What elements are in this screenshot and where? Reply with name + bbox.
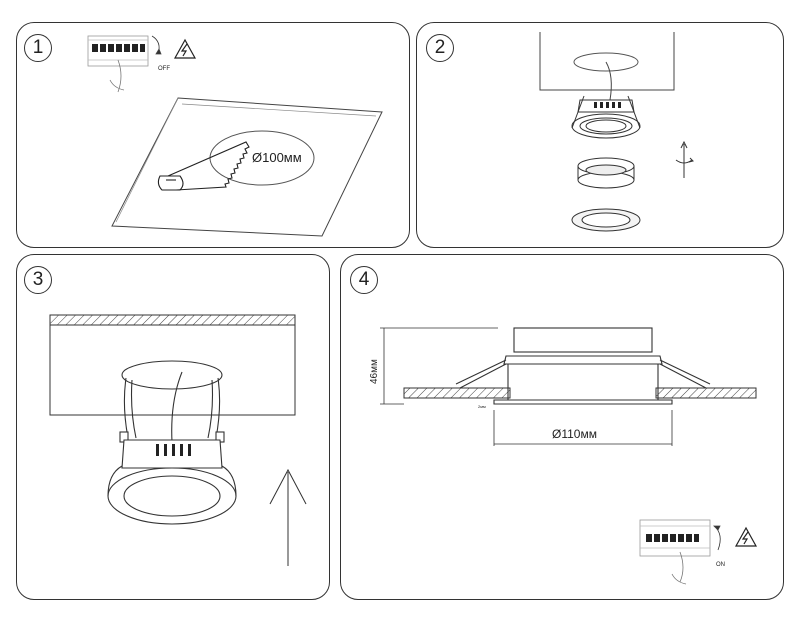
switch-on-label: ON (716, 562, 725, 568)
ceiling-hatched-top (49, 314, 296, 326)
rotate-arrow-icon (675, 140, 694, 178)
high-voltage-warning-icon (173, 38, 197, 59)
outer-diameter-label: Ø110мм (552, 427, 597, 441)
led-module (577, 157, 635, 189)
supply-wire (605, 61, 612, 101)
height-label: 46мм (369, 359, 380, 384)
up-arrow-icon (269, 468, 307, 566)
step-4-number: 4 (350, 266, 378, 294)
ceiling-section-hatched (403, 387, 757, 399)
ceiling-thickness-label: 2мм (478, 404, 486, 409)
trim-ring (571, 208, 641, 232)
step-1-panel (16, 22, 410, 248)
step-1-number: 1 (24, 34, 52, 62)
step-3-number: 3 (24, 266, 52, 294)
breaker-switch-icon (639, 519, 721, 585)
fixture-body (571, 95, 641, 139)
fixture-installed (107, 360, 237, 525)
hand-saw-icon (157, 141, 250, 191)
high-voltage-warning-icon (734, 526, 758, 547)
diameter-dimension (493, 410, 673, 446)
fixture-side-view (455, 327, 711, 405)
step-3-panel (16, 254, 330, 600)
step-2-number: 2 (426, 34, 454, 62)
hole-diameter-label: Ø100мм (252, 150, 302, 165)
ceiling-board (111, 97, 383, 237)
switch-off-label: OFF (158, 66, 170, 72)
height-dimension (380, 327, 498, 405)
breaker-switch-icon (87, 35, 162, 93)
ceiling-section (539, 32, 675, 91)
